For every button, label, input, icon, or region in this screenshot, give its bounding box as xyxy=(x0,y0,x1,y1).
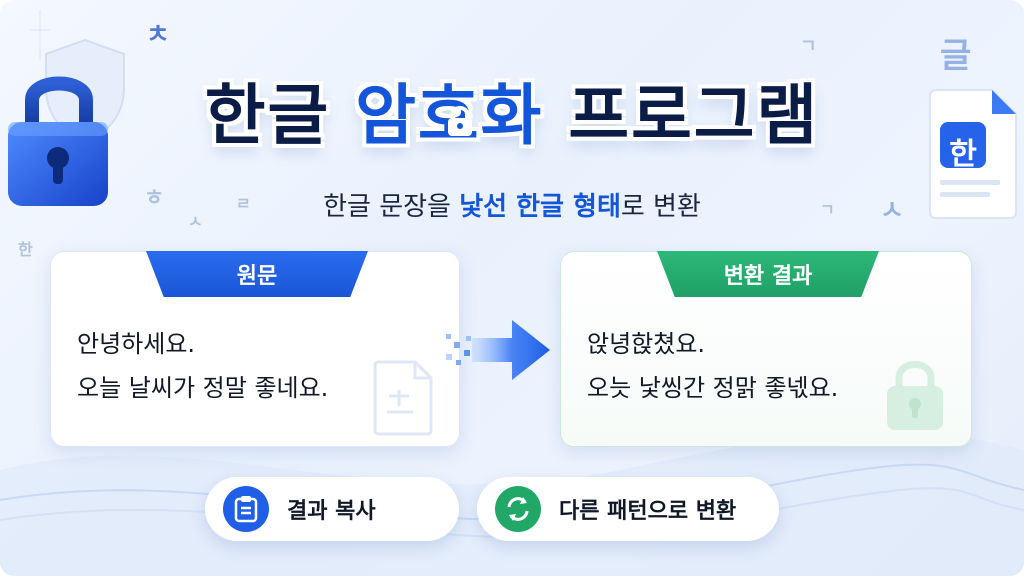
page-title: 한글 암호화 프로그램 xyxy=(0,62,1024,158)
result-card: 변환 결과 앉녕핝쳤요. 오늣 낯씽간 정맑 좋넧요. xyxy=(560,251,972,447)
floating-char: ㄱ xyxy=(800,36,817,57)
floating-char: ㄹ xyxy=(236,194,251,213)
document-ghost-icon xyxy=(373,360,433,436)
floating-char: ㅎ xyxy=(144,186,165,211)
result-line-1: 앉녕핝쳤요. xyxy=(587,330,706,358)
copy-result-label: 결과 복사 xyxy=(287,499,376,524)
subtitle-text-after: 로 변환 xyxy=(620,192,701,222)
subtitle: 한글 문장을 낯선 한글 형태로 변환 xyxy=(0,186,1024,223)
change-pattern-label: 다른 패턴으로 변환 xyxy=(559,499,737,524)
source-text[interactable]: 안녕하세요. 오늘 날씨가 정말 좋네요. xyxy=(77,322,328,410)
title-lock-icon xyxy=(448,106,472,136)
floating-char: 글 xyxy=(940,36,972,76)
change-pattern-button[interactable]: 다른 패턴으로 변환 xyxy=(477,477,779,541)
title-part-1: 한글 xyxy=(204,77,331,154)
document-icon xyxy=(929,89,1017,219)
lock-icon xyxy=(8,76,108,206)
result-text[interactable]: 앉녕핝쳤요. 오늣 낯씽간 정맑 좋넧요. xyxy=(587,322,838,410)
floating-char: ㅅ xyxy=(188,212,203,231)
arrow-right-icon xyxy=(446,320,550,380)
title-part-2: 암호화 xyxy=(355,77,544,154)
floating-char: ㅅ xyxy=(880,196,904,226)
document-icon-label: 한 xyxy=(949,137,977,172)
floating-char: 한 xyxy=(18,240,33,259)
refresh-icon xyxy=(495,486,541,532)
floating-char: ㅊ xyxy=(146,20,170,50)
title-part-3: 프로그램 xyxy=(568,77,820,154)
subtitle-highlight: 낯선 한글 형태 xyxy=(459,192,621,222)
source-line-1: 안녕하세요. xyxy=(77,330,196,358)
clipboard-icon xyxy=(223,486,269,532)
copy-result-button[interactable]: 결과 복사 xyxy=(205,477,459,541)
floating-char: ㄱ xyxy=(820,200,835,219)
result-line-2: 오늣 낯씽간 정맑 좋넧요. xyxy=(587,374,839,402)
subtitle-text-before: 한글 문장을 xyxy=(323,192,460,222)
source-card-tab: 원문 xyxy=(146,251,368,297)
source-card: 원문 안녕하세요. 오늘 날씨가 정말 좋네요. xyxy=(50,251,460,447)
lock-ghost-icon xyxy=(887,361,943,430)
result-card-tab: 변환 결과 xyxy=(657,251,879,297)
source-line-2: 오늘 날씨가 정말 좋네요. xyxy=(77,374,329,402)
